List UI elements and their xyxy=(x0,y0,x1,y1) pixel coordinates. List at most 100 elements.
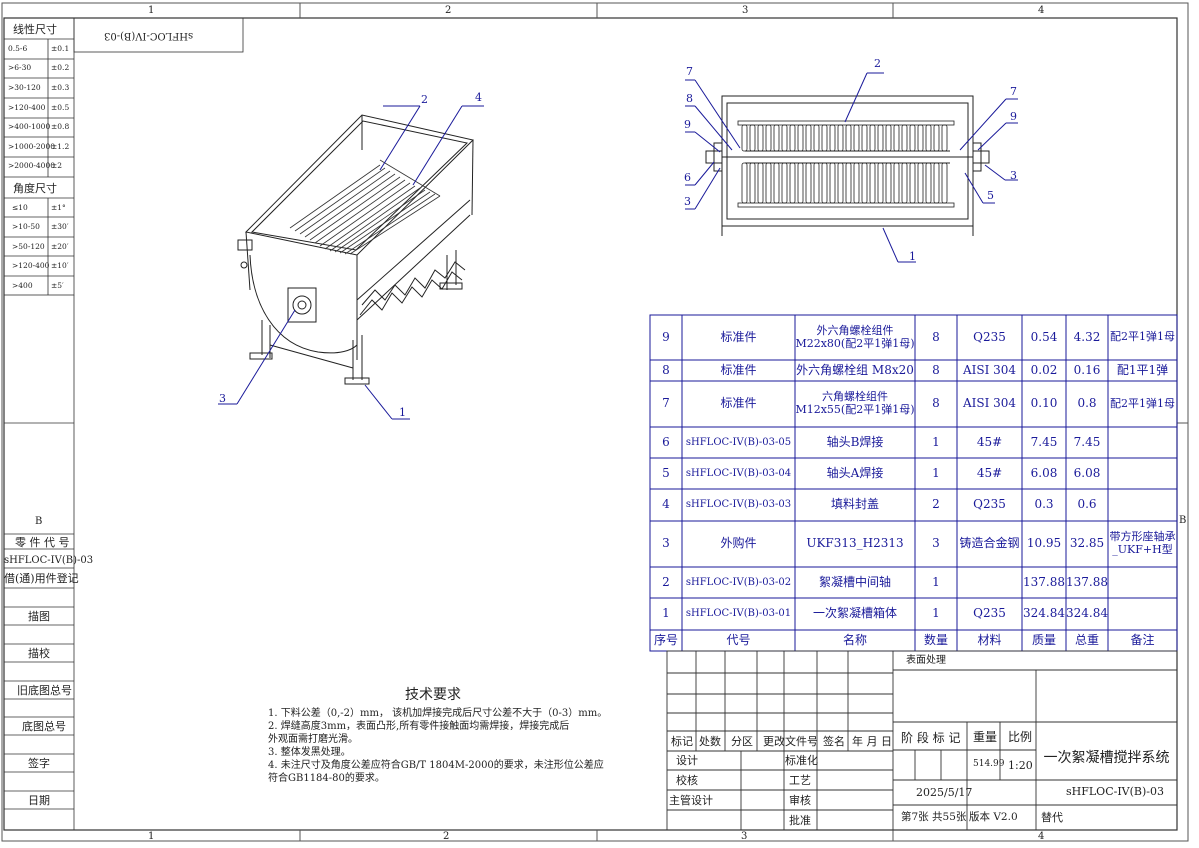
bom-cell-qty: 1 xyxy=(932,574,940,589)
balloon-iso-1: 1 xyxy=(399,406,406,419)
paddle-blade xyxy=(781,162,788,204)
tb-weight-value: 514.99 xyxy=(973,759,1005,769)
balloon-top-9a: 9 xyxy=(684,118,691,131)
bom-cell-name: 外六角螺栓组件M22x80(配2平1弹1母) xyxy=(795,323,915,350)
bom-cell-name: 外六角螺栓组 M8x20 xyxy=(796,362,914,377)
paddle-blade xyxy=(853,162,860,204)
zone-top-1: 1 xyxy=(148,5,155,16)
balloon-top-3a: 3 xyxy=(684,195,691,208)
bom-cell-no: 6 xyxy=(662,434,670,449)
bom-cell-note xyxy=(1108,458,1177,489)
left-zone-b: B xyxy=(35,516,43,527)
paddle-blade xyxy=(813,124,820,152)
linear-tolerance: ±1.2 xyxy=(51,142,70,151)
tb-sheet-info: 第7张 共55张 xyxy=(901,811,967,823)
paddle-blade xyxy=(877,124,884,152)
linear-range: >6-30 xyxy=(8,63,32,72)
linear-range: >30-120 xyxy=(8,83,41,92)
bom-header-total-weight: 总重 xyxy=(1074,632,1099,647)
bom-cell-qty: 1 xyxy=(932,465,940,480)
paddle-blade xyxy=(757,162,764,204)
zone-side-b: B xyxy=(1179,515,1187,526)
paddle-blade xyxy=(869,162,876,204)
bom-cell-no: 2 xyxy=(662,574,670,589)
tb-signature: 签名 xyxy=(823,735,845,748)
bom-header-code: 代号 xyxy=(726,632,751,647)
paddle-blade xyxy=(773,162,780,204)
bom-cell-unit: 10.95 xyxy=(1026,536,1062,551)
linear-range: >400-1000 xyxy=(8,122,51,131)
tb-scale-label: 比例 xyxy=(1008,730,1033,744)
bom-cell-code: sHFLOC-IV(B)-03-04 xyxy=(685,467,792,479)
tb-design: 设计 xyxy=(676,754,698,767)
paddle-blade xyxy=(765,124,772,152)
mirrored-drawing-code: sHFLOC-IV(B)-03 xyxy=(104,30,194,41)
bom-header-qty: 数量 xyxy=(923,632,948,647)
bom-cell-name: 絮凝槽中间轴 xyxy=(818,574,891,589)
bom-cell-qty: 3 xyxy=(932,536,940,551)
bom-cell-mat: 45# xyxy=(976,465,1003,480)
tb-zone: 分区 xyxy=(731,735,753,748)
bom-cell-name: 六角螺栓组件M12x55(配2平1弹1母) xyxy=(795,390,915,416)
bom-cell-total: 0.6 xyxy=(1077,497,1097,512)
note-line: 4. 未注尺寸及角度公差应符合GB/T 1804M-2000的要求，未注形位公差… xyxy=(268,760,604,771)
bom-cell-mat: AISI 304 xyxy=(962,362,1017,377)
paddle-blade xyxy=(821,162,828,204)
bom-cell-mat: AISI 304 xyxy=(962,396,1017,411)
bom-cell-total: 32.85 xyxy=(1069,536,1105,551)
angle-tolerance: ±10′ xyxy=(51,261,69,270)
bom-cell-unit: 0.10 xyxy=(1030,396,1058,411)
zone-bottom-4: 4 xyxy=(1038,831,1045,842)
bom-cell-name: UKF313_H2313 xyxy=(806,536,904,551)
bom-cell-mat: Q235 xyxy=(973,606,1006,621)
trace-check-label: 描校 xyxy=(28,647,50,660)
balloon-top-1: 1 xyxy=(909,250,916,263)
tb-scale-value: 1:20 xyxy=(1008,759,1033,772)
angle-range: >10-50 xyxy=(12,222,40,231)
paddle-blade xyxy=(797,162,804,204)
bom-cell-total: 4.32 xyxy=(1073,329,1101,344)
tb-stage-mark: 阶 段 标 记 xyxy=(901,731,961,745)
bom-cell-no: 9 xyxy=(662,329,670,344)
paddle-blade xyxy=(861,162,868,204)
zone-bottom-3: 3 xyxy=(741,831,748,842)
bom-cell-total: 6.08 xyxy=(1073,465,1101,480)
bom-cell-unit: 0.54 xyxy=(1030,329,1058,344)
tb-check: 校核 xyxy=(676,774,698,787)
zone-top-4: 4 xyxy=(1038,5,1045,16)
balloon-top-8: 8 xyxy=(686,92,693,105)
note-line: 3. 整体发黑处理。 xyxy=(268,747,351,758)
paddle-blade xyxy=(909,162,916,204)
paddle-blade xyxy=(813,162,820,204)
bom-header-remarks: 备注 xyxy=(1130,632,1155,647)
bom-cell-note: 配2平1弹1母 xyxy=(1110,330,1175,344)
bom-cell-code: sHFLOC-IV(B)-03-05 xyxy=(685,436,792,448)
balloon-top-7b: 7 xyxy=(1010,85,1017,98)
linear-range: 0.5-6 xyxy=(8,44,28,53)
bom-cell-unit: 324.84 xyxy=(1023,606,1065,621)
bom-cell-qty: 1 xyxy=(932,434,940,449)
paddle-blade xyxy=(893,124,900,152)
linear-tolerance: ±0.5 xyxy=(51,103,70,112)
bom-cell-code: sHFLOC-IV(B)-03-01 xyxy=(685,608,792,620)
linear-tolerance-title: 线性尺寸 xyxy=(13,23,57,36)
angle-range: >120-400 xyxy=(12,261,50,270)
paddle-blade xyxy=(909,124,916,152)
tb-chief: 主管设计 xyxy=(669,794,713,807)
bom-cell-note: 配1平1弹 xyxy=(1116,362,1169,377)
paddle-blade xyxy=(845,162,852,204)
balloon-top-9b: 9 xyxy=(1010,110,1017,123)
angle-tolerance: ±30′ xyxy=(51,222,69,231)
paddle-blade xyxy=(805,124,812,152)
paddle-blade xyxy=(837,124,844,152)
linear-tolerance: ±0.8 xyxy=(51,122,70,131)
paddle-blade xyxy=(829,162,836,204)
balloon-top-5: 5 xyxy=(987,189,994,202)
paddle-frame-bar xyxy=(737,202,955,208)
bom-header-no: 序号 xyxy=(653,632,678,647)
linear-tolerance: ±2 xyxy=(51,161,63,170)
paddle-blade xyxy=(853,124,860,152)
angle-tolerance-title: 角度尺寸 xyxy=(13,182,57,195)
bom-cell-no: 3 xyxy=(662,536,670,551)
